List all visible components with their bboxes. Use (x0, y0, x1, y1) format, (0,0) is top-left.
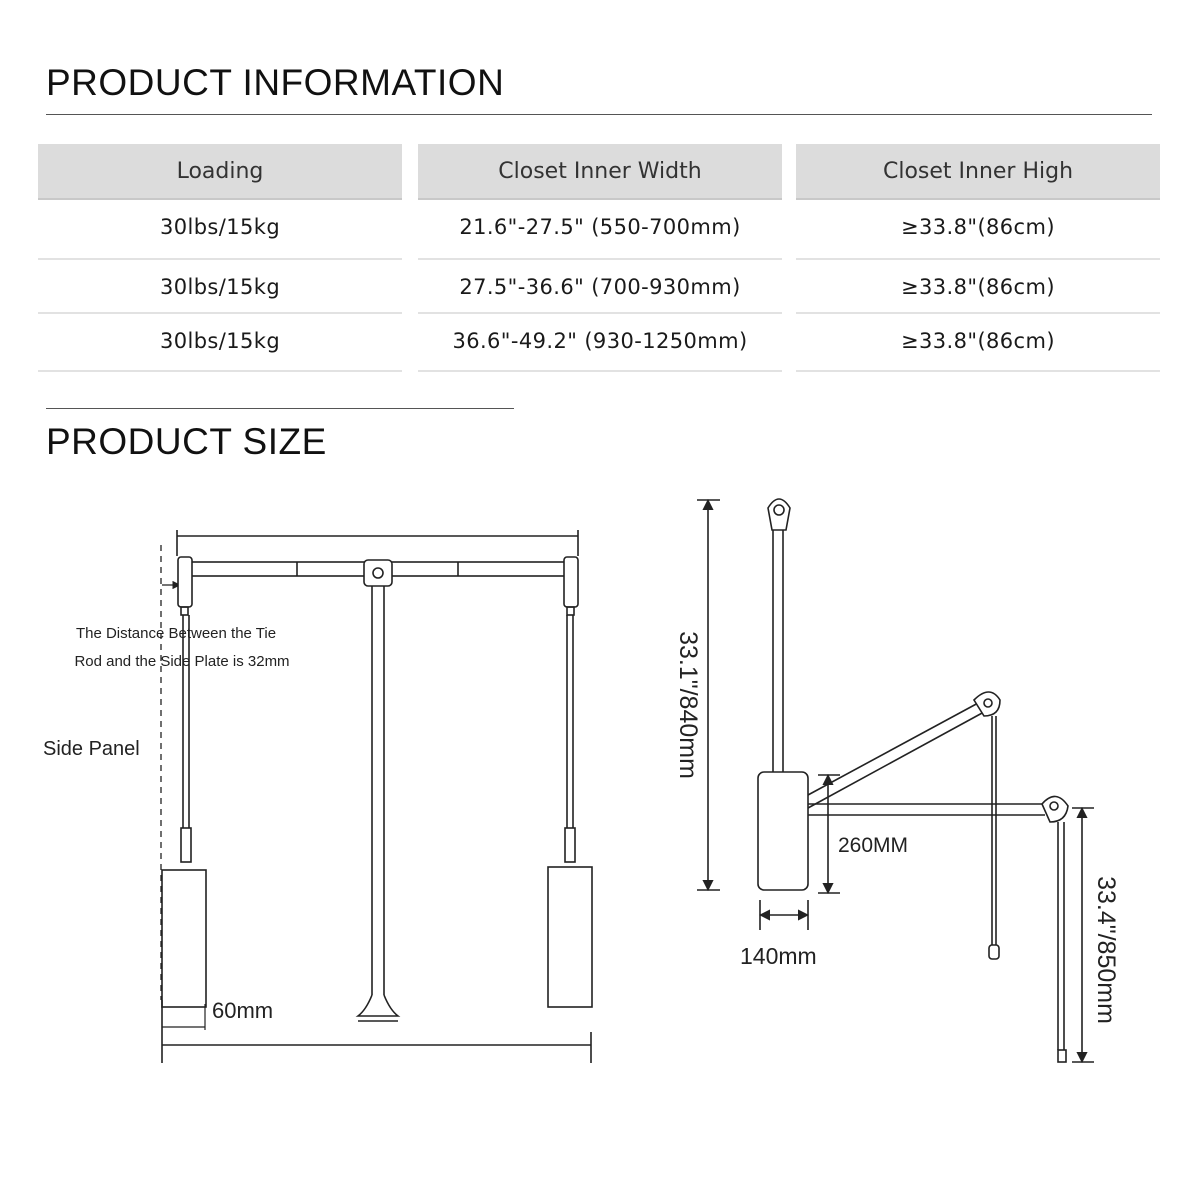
right-counterweight (547, 866, 593, 1008)
front-view (160, 530, 593, 1063)
header-inner-width: Closet Inner Width (418, 144, 782, 200)
cell-high-1: ≥33.8"(86cm) (901, 215, 1055, 239)
body-block (757, 771, 809, 891)
right-connector (564, 827, 576, 863)
width-140-label: 140mm (740, 943, 817, 969)
row-divider (796, 258, 1160, 260)
right-bracket (563, 556, 579, 608)
diagonal-arm (807, 711, 985, 809)
row-divider (418, 258, 782, 260)
title-divider (46, 114, 1152, 115)
height-260-label: 260MM (838, 834, 908, 857)
cell-width-3: 36.6"-49.2" (930-1250mm) (452, 329, 748, 353)
arm-pivot-top (972, 691, 1001, 717)
side-panel-label: Side Panel (43, 738, 140, 760)
width-60-label: 60mm (212, 998, 273, 1023)
center-hub (363, 559, 393, 587)
row-divider (38, 258, 402, 260)
cell-loading-3: 30lbs/15kg (159, 329, 281, 353)
spec-table: Loading 30lbs/15kg 30lbs/15kg 30lbs/15kg… (38, 144, 1162, 374)
diagonal-arm (807, 701, 981, 796)
left-bracket (177, 556, 193, 608)
handle-foot (355, 994, 401, 1017)
row-divider (38, 312, 402, 314)
left-counterweight (161, 869, 207, 1008)
height-840-label: 33.1"/840mm (674, 631, 702, 779)
row-divider (418, 312, 782, 314)
header-inner-high: Closet Inner High (796, 144, 1160, 200)
height-850-label: 33.4"/850mm (1092, 876, 1120, 1024)
row-divider (418, 370, 782, 372)
cell-high-3: ≥33.8"(86cm) (901, 329, 1055, 353)
hanger-end (1057, 1049, 1067, 1063)
cell-loading-2: 30lbs/15kg (159, 275, 281, 299)
row-divider (796, 312, 1160, 314)
cell-width-2: 27.5"-36.6" (700-930mm) (459, 275, 741, 299)
width-column: Closet Inner Width 21.6"-27.5" (550-700m… (418, 144, 782, 374)
tie-rod-note-line2: Rod and the Side Plate is 32mm (74, 653, 289, 670)
product-size-title: PRODUCT SIZE (46, 421, 327, 462)
pull-knob (988, 944, 1000, 960)
bracket-screw (180, 606, 189, 616)
side-view (697, 498, 1094, 1064)
bracket-screw (566, 606, 575, 616)
loading-column: Loading 30lbs/15kg 30lbs/15kg 30lbs/15kg (38, 144, 402, 374)
cell-high-2: ≥33.8"(86cm) (901, 275, 1055, 299)
product-information-title: PRODUCT INFORMATION (46, 62, 505, 103)
row-divider (38, 370, 402, 372)
high-column: Closet Inner High ≥33.8"(86cm) ≥33.8"(86… (796, 144, 1160, 374)
tie-rod-note-line1: The Distance Between the Tie (76, 625, 276, 642)
row-divider (796, 370, 1160, 372)
left-connector (180, 827, 192, 863)
cell-loading-1: 30lbs/15kg (159, 215, 281, 239)
cell-width-1: 21.6"-27.5" (550-700mm) (459, 215, 741, 239)
header-loading: Loading (38, 144, 402, 200)
size-divider (46, 408, 514, 409)
